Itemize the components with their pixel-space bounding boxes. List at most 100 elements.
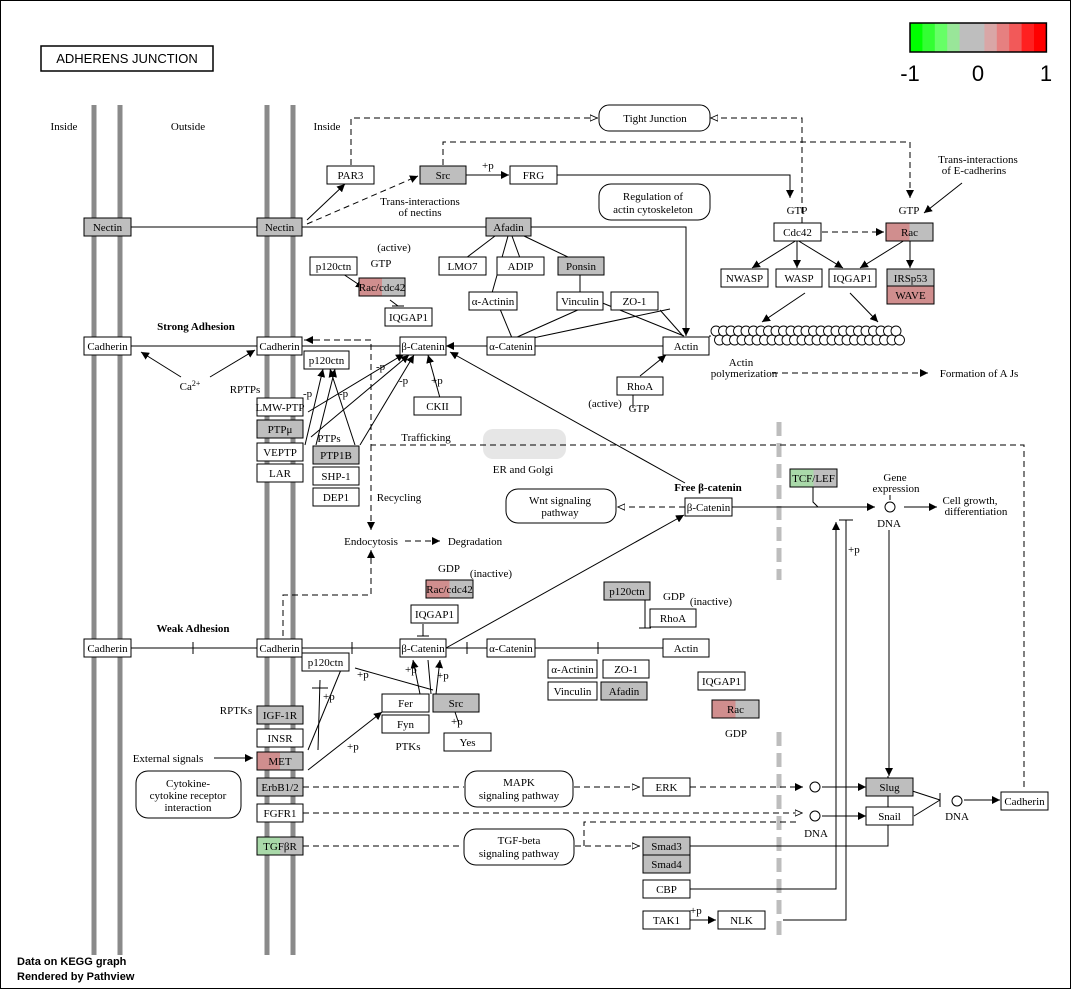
- node-a-actinin-low[interactable]: α-Actinin: [547, 659, 598, 679]
- node-smad4[interactable]: Smad4: [642, 854, 691, 874]
- node-rac-cdc42-mid[interactable]: Rac/cdc42: [425, 579, 474, 599]
- node-a-catenin-low[interactable]: α-Catenin: [486, 638, 536, 658]
- node-src-top[interactable]: Src: [419, 165, 467, 185]
- node-cadherin-r2[interactable]: Cadherin: [256, 638, 303, 658]
- node-fyn[interactable]: Fyn: [381, 714, 430, 734]
- label-phos-3: -p: [339, 388, 349, 400]
- node-par3[interactable]: PAR3: [326, 165, 375, 185]
- node-p120-low[interactable]: p120ctn: [301, 652, 350, 672]
- label-trans-ecad-2: of E-cadherins: [942, 165, 1006, 177]
- node-afadin-top[interactable]: Afadin: [485, 217, 532, 237]
- pathway-regulation-actin[interactable]: Regulation of actin cytoskeleton: [598, 183, 711, 221]
- node-afadin-low[interactable]: Afadin: [600, 681, 648, 701]
- node-free-b-catenin[interactable]: β-Catenin: [684, 497, 733, 517]
- node-fer[interactable]: Fer: [381, 693, 430, 713]
- svg-text:LMW-PTP: LMW-PTP: [256, 402, 305, 414]
- node-vinculin-top[interactable]: Vinculin: [556, 291, 604, 311]
- node-tcf-lef[interactable]: TCF/LEF: [789, 468, 838, 488]
- footer-line-1: Data on KEGG graph: [17, 956, 127, 968]
- node-nectin-r[interactable]: Nectin: [256, 217, 303, 237]
- node-rac-low[interactable]: Rac: [711, 699, 760, 719]
- node-rac-cdc42-top[interactable]: Rac/cdc42: [358, 277, 406, 297]
- node-fgfr1[interactable]: FGFR1: [256, 803, 304, 823]
- node-cadherin-l2[interactable]: Cadherin: [83, 638, 132, 658]
- footer-line-2: Rendered by Pathview: [17, 971, 135, 983]
- node-snail[interactable]: Snail: [865, 806, 914, 826]
- node-lar[interactable]: LAR: [256, 463, 304, 483]
- node-shp1[interactable]: SHP-1: [312, 466, 360, 486]
- node-b-catenin-low[interactable]: β-Catenin: [399, 638, 447, 658]
- node-irsp53[interactable]: IRSp53: [886, 268, 935, 288]
- node-smad3[interactable]: Smad3: [642, 836, 691, 856]
- node-actin-top[interactable]: Actin: [662, 336, 710, 356]
- node-nwasp[interactable]: NWASP: [720, 268, 769, 288]
- node-a-catenin-top[interactable]: α-Catenin: [486, 336, 536, 356]
- label-phos-7: +p: [323, 691, 335, 703]
- svg-text:Tight Junction: Tight Junction: [623, 113, 687, 125]
- svg-text:PTP1B: PTP1B: [320, 450, 352, 462]
- node-met[interactable]: MET: [256, 751, 304, 771]
- legend-swatch: [947, 23, 961, 52]
- node-iqgap1-tr[interactable]: IQGAP1: [828, 268, 877, 288]
- label-gtp-rhoa: GTP: [629, 403, 650, 415]
- pathway-mapk[interactable]: MAPK signaling pathway: [464, 770, 574, 808]
- node-cdc42[interactable]: Cdc42: [773, 222, 822, 242]
- label-dna-top: DNA: [877, 518, 901, 530]
- pathway-tight-junction[interactable]: Tight Junction: [598, 104, 711, 132]
- node-iqgap1-mid[interactable]: IQGAP1: [410, 604, 459, 624]
- node-slug[interactable]: Slug: [865, 777, 914, 797]
- node-ckii[interactable]: CKII: [413, 396, 462, 416]
- text-labels: Trans-interactions of nectins Trans-inte…: [133, 154, 1019, 917]
- node-yes[interactable]: Yes: [443, 732, 492, 752]
- node-rhoa-mid[interactable]: RhoA: [649, 608, 697, 628]
- node-cadherin-far[interactable]: Cadherin: [1000, 791, 1049, 811]
- node-actin-low[interactable]: Actin: [662, 638, 710, 658]
- label-gene-expression-2: expression: [872, 483, 920, 495]
- node-zo1-low[interactable]: ZO-1: [602, 659, 650, 679]
- pathway-tgf-beta[interactable]: TGF-beta signaling pathway: [463, 828, 575, 866]
- node-ponsin[interactable]: Ponsin: [557, 256, 605, 276]
- node-iqgap1-low[interactable]: IQGAP1: [697, 671, 746, 691]
- node-tak1[interactable]: TAK1: [642, 910, 691, 930]
- node-cadherin-r1[interactable]: Cadherin: [256, 336, 303, 356]
- node-zo1-top[interactable]: ZO-1: [610, 291, 659, 311]
- node-cadherin-l1[interactable]: Cadherin: [83, 336, 132, 356]
- node-p120-right[interactable]: p120ctn: [603, 581, 651, 601]
- svg-text:RhoA: RhoA: [627, 381, 653, 393]
- node-b-catenin-top[interactable]: β-Catenin: [399, 336, 447, 356]
- node-ptpmu[interactable]: PTPμ: [256, 419, 304, 439]
- svg-text:Afadin: Afadin: [609, 686, 640, 698]
- node-vinculin-low[interactable]: Vinculin: [547, 681, 598, 701]
- node-a-actinin-top[interactable]: α-Actinin: [468, 291, 518, 311]
- node-tgfbr[interactable]: TGFβR: [256, 836, 304, 856]
- svg-text:LAR: LAR: [269, 468, 292, 480]
- title-box: [40, 45, 214, 72]
- svg-text:Yes: Yes: [459, 737, 475, 749]
- label-rptks: RPTKs: [220, 705, 252, 717]
- node-p120-mid[interactable]: p120ctn: [303, 350, 350, 370]
- node-ptp1b[interactable]: PTP1B: [312, 445, 360, 465]
- pathway-wnt[interactable]: Wnt signaling pathway: [505, 488, 617, 524]
- node-src-low[interactable]: Src: [432, 693, 480, 713]
- node-nectin-l[interactable]: Nectin: [83, 217, 132, 237]
- node-iqgap1-top[interactable]: IQGAP1: [384, 307, 433, 327]
- node-rhoa-top[interactable]: RhoA: [616, 376, 664, 396]
- node-igf1r[interactable]: IGF-1R: [256, 705, 304, 725]
- pathway-cytokine[interactable]: Cytokine- cytokine receptor interaction: [135, 770, 242, 819]
- node-cbp[interactable]: CBP: [642, 879, 691, 899]
- node-adip[interactable]: ADIP: [496, 256, 545, 276]
- node-nlk[interactable]: NLK: [717, 910, 766, 930]
- node-veptp[interactable]: VEPTP: [256, 442, 304, 462]
- node-wave[interactable]: WAVE: [886, 285, 935, 305]
- node-frg[interactable]: FRG: [509, 165, 558, 185]
- node-dep1[interactable]: DEP1: [312, 487, 360, 507]
- node-p120-top[interactable]: p120ctn: [309, 256, 358, 276]
- node-erbb12[interactable]: ErbB1/2: [256, 777, 304, 797]
- node-rac-tr[interactable]: Rac: [885, 222, 934, 242]
- node-erk[interactable]: ERK: [642, 777, 691, 797]
- node-insr[interactable]: INSR: [256, 728, 304, 748]
- node-lmo7[interactable]: LMO7: [438, 256, 487, 276]
- node-wasp[interactable]: WASP: [775, 268, 823, 288]
- node-lmw-ptp[interactable]: LMW-PTP: [256, 397, 305, 417]
